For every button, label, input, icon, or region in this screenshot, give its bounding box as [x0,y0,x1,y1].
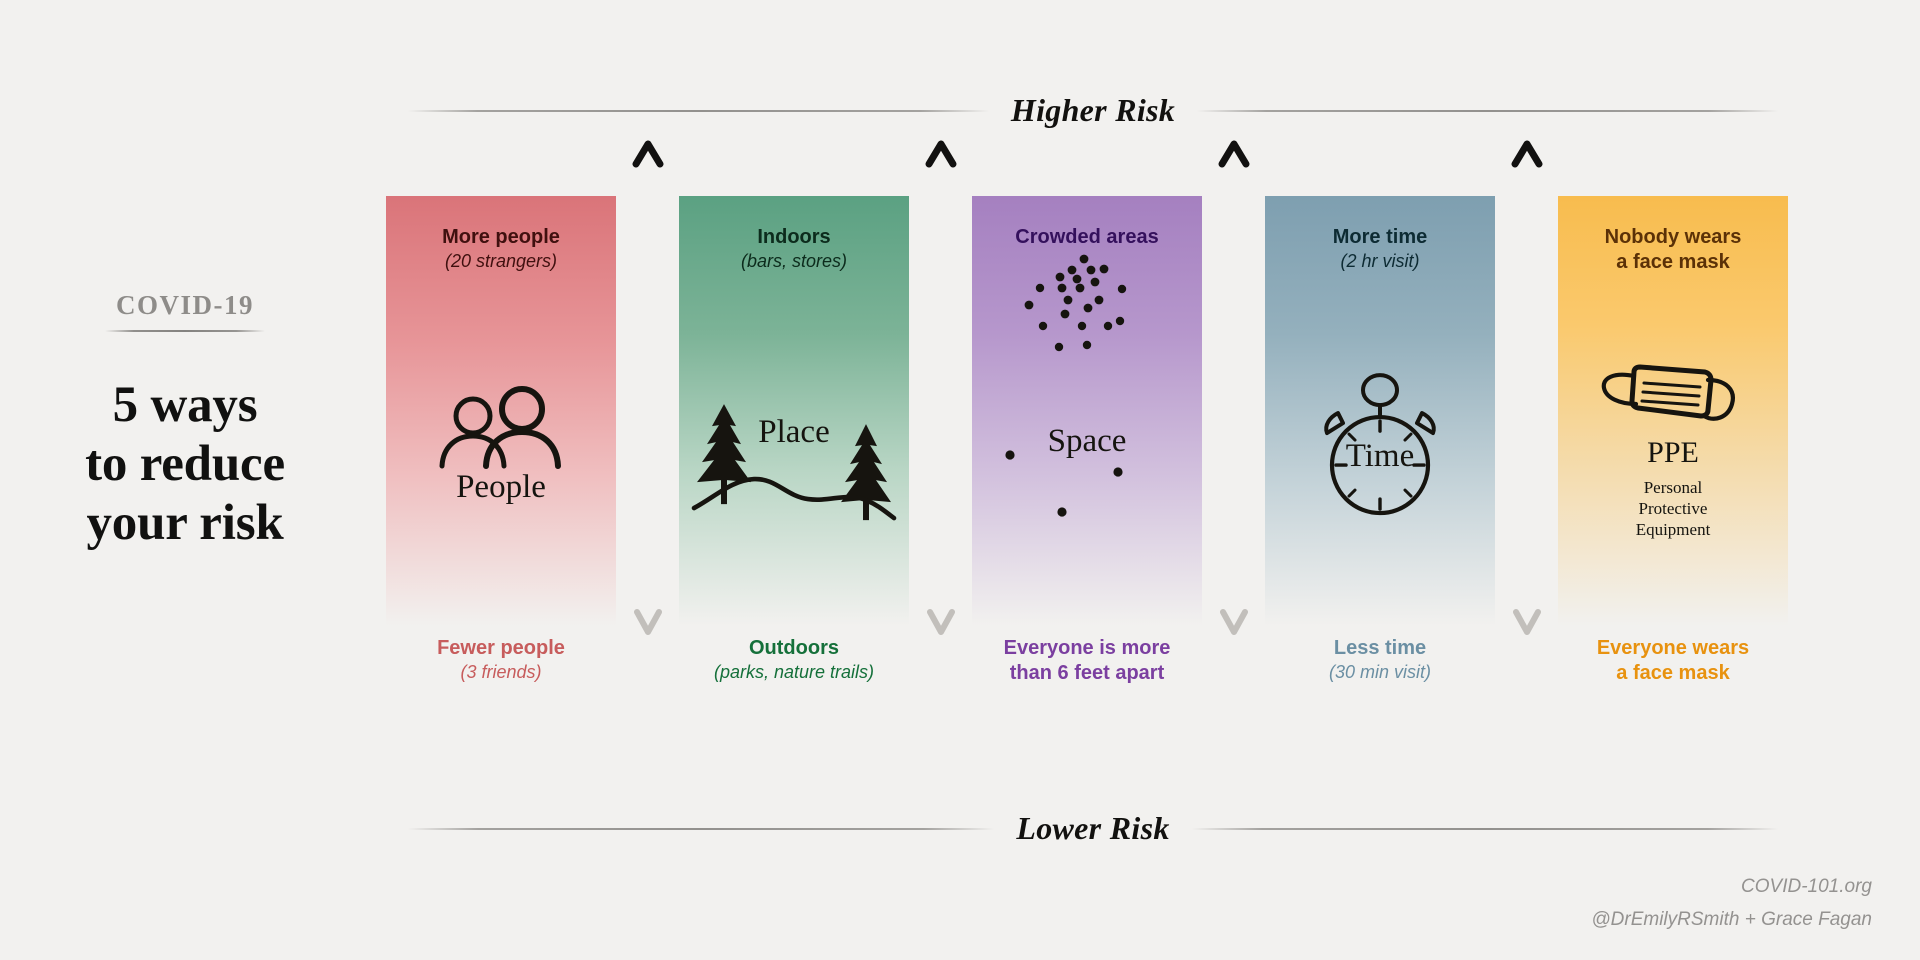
page-title-line-1: 5 ways [112,377,258,433]
icon-zone-people: People [386,272,616,626]
face-mask-icon [1598,360,1748,432]
ppe-expansion: Personal Protective Equipment [1636,477,1711,541]
credit-authors: @DrEmilyRSmith + Grace Fagan [1591,908,1872,930]
footer-space: Everyone is more than 6 feet apart [954,636,1220,686]
arrow-slot-3 [1202,140,1265,746]
header-ppe: Nobody wears a face mask [1597,225,1750,275]
header-people-sub: (20 strangers) [444,250,558,271]
panel-time-gradient: More time (2 hr visit) [1265,196,1495,626]
column-place: Indoors (bars, stores) [679,196,909,746]
footer-ppe-main: Everyone wears [1596,637,1750,659]
title-block: COVID-19 5 ways to reduce your risk [40,290,330,553]
icon-zone-place: Place [679,272,909,626]
header-place-sub: (bars, stores) [740,250,848,271]
column-time: More time (2 hr visit) [1265,196,1495,746]
header-people: More people (20 strangers) [434,225,568,272]
ppe-expansion-line-2: Protective [1638,499,1708,519]
icon-label-ppe: PPE [1647,435,1699,469]
header-ppe-main: Nobody wears [1604,226,1742,248]
stopwatch-icon [1310,373,1450,519]
footer-place-main: Outdoors [749,637,839,659]
two-people-icon [435,385,567,469]
header-place: Indoors (bars, stores) [733,225,855,272]
icon-label-time: Time [1345,437,1415,474]
higher-risk-label: Higher Risk [1010,92,1176,128]
header-place-main: Indoors [757,226,831,248]
kicker-divider [105,330,265,332]
header-time-sub: (2 hr visit) [1340,250,1420,271]
icon-label-place: Place [758,413,830,450]
rail-line-left-bottom [408,827,995,830]
footer-time: Less time (30 min visit) [1247,636,1513,684]
risk-arrow-4 [1510,138,1544,638]
risk-arrow-1 [631,138,665,638]
arrow-slot-4 [1495,140,1558,746]
panel-people-gradient: More people (20 strangers) [386,196,616,626]
icon-label-space: Space [1047,423,1127,460]
ppe-expansion-line-1: Personal [1643,477,1703,497]
footer-people-sub: (3 friends) [460,662,542,683]
header-ppe-sub: a face mask [1616,250,1730,273]
credit-site: COVID-101.org [1741,876,1872,898]
page-title-line-3: your risk [86,495,284,552]
lower-risk-label: Lower Risk [1016,810,1170,846]
footer-place: Outdoors (parks, nature trails) [661,636,927,684]
column-space: Crowded areas [972,196,1202,746]
panel-ppe-gradient: Nobody wears a face mask [1558,196,1788,626]
higher-risk-rail: Higher Risk [408,92,1779,129]
footer-place-sub: (parks, nature trails) [713,662,875,683]
header-space: Crowded areas [1007,225,1166,250]
footer-ppe: Everyone wears a face mask [1540,636,1806,686]
page-title: 5 ways to reduce your risk [40,376,330,553]
credits: COVID-101.org @DrEmilyRSmith + Grace Fag… [1591,871,1872,936]
icon-label-people: People [456,468,546,505]
footer-space-main: Everyone is more [1003,637,1171,659]
column-ppe: Nobody wears a face mask [1558,196,1788,746]
risk-arrow-2 [924,138,958,638]
footer-people: Fewer people (3 friends) [368,636,634,684]
footer-time-sub: (30 min visit) [1328,662,1431,683]
kicker-covid19: COVID-19 [116,290,254,320]
header-time-main: More time [1332,226,1428,248]
risk-arrow-3 [1217,138,1251,638]
icon-zone-time: Time [1265,272,1495,626]
panel-space-gradient: Crowded areas [972,196,1202,626]
rail-line-right-bottom [1191,827,1779,830]
risk-columns: More people (20 strangers) [386,140,1788,746]
scattered-dots-icon [987,234,1187,564]
icon-zone-space: Space [972,250,1202,626]
rail-line-right [1197,109,1779,112]
header-time: More time (2 hr visit) [1325,225,1435,272]
arrow-slot-2 [909,140,972,746]
footer-time-main: Less time [1333,637,1427,659]
arrow-slot-1 [616,140,679,746]
header-space-main: Crowded areas [1015,226,1159,248]
ppe-expansion-line-3: Equipment [1635,520,1711,540]
lower-risk-rail: Lower Risk [408,810,1779,847]
header-people-main: More people [442,226,560,248]
footer-people-main: Fewer people [437,637,565,659]
icon-zone-ppe: PPE Personal Protective Equipment [1558,275,1788,626]
pine-trees-landscape-icon [688,396,900,522]
rail-line-left [408,109,989,112]
page-title-line-2: to reduce [85,436,285,493]
footer-ppe-sub: a face mask [1616,662,1730,685]
footer-space-sub: than 6 feet apart [1009,662,1165,685]
column-people: More people (20 strangers) [386,196,616,746]
panel-place-gradient: Indoors (bars, stores) [679,196,909,626]
